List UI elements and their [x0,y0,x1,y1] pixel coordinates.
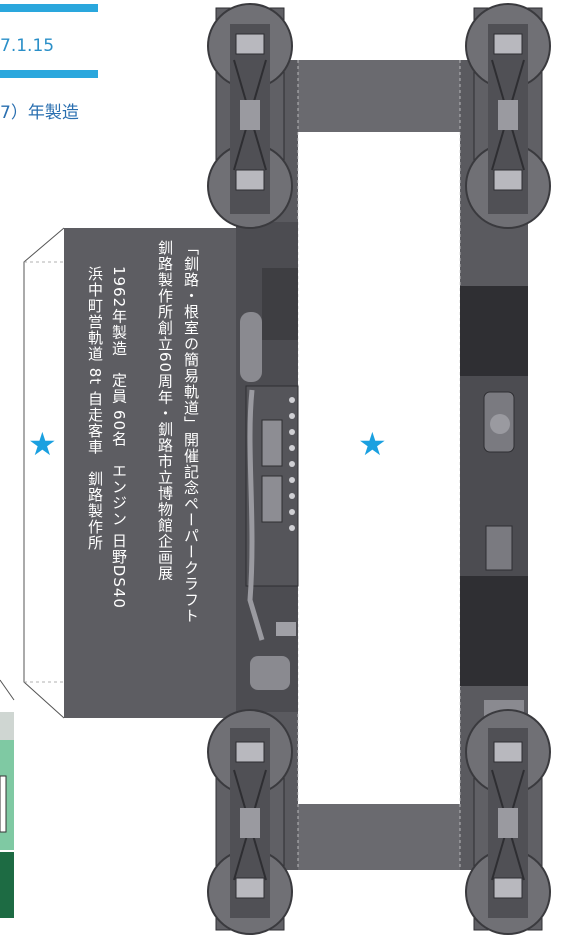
star-icon: ★ [28,425,57,463]
dark-block-lower [460,576,528,686]
header-year-text: 7）年製造 [0,103,79,123]
green-fragment-dark [0,852,14,918]
center-cutout [298,132,460,804]
bogie-top-left [207,3,293,229]
label-col-1: 浜中町営軌道 8t 自走客車 釧路製作所 [86,266,104,551]
label-col-4: 「釧路・根室の簡易軌道」開催記念ペーパークラフト [182,240,200,624]
bogie-bottom-left [207,709,293,935]
green-fragment-top [0,712,14,740]
green-fragment-window [0,775,7,833]
exhaust-pipe [247,389,265,641]
header-date: 7.1.15 [0,36,55,56]
muffler [240,312,262,382]
label-panel [64,228,236,718]
bogie-bottom-right [465,709,551,935]
dark-block-upper [460,286,528,376]
star-icon: ★ [358,425,387,463]
header-bottom-rule [0,70,98,78]
header-top-rule [0,4,98,12]
engine-machinery [236,222,299,712]
label-col-3: 釧路製作所創立60周年・釧路市立博物館企画展 [156,240,174,582]
label-col-2: 1962年製造 定員 60名 エンジン 日野DS40 [110,266,128,609]
bogie-top-right [465,3,551,229]
tank [250,656,290,690]
glue-tab-outline [23,227,65,719]
transmission-machinery [460,286,528,724]
